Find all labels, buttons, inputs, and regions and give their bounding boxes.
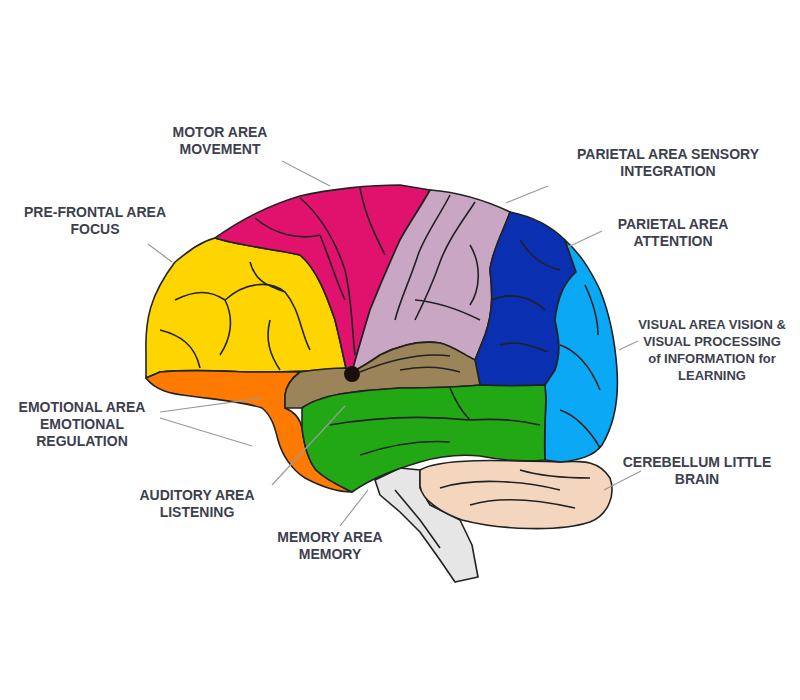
area-label: CEREBELLUM LITTLE BRAIN — [622, 454, 772, 488]
prefrontal-fold — [160, 262, 310, 370]
brain-dot — [344, 366, 360, 382]
memory-region — [302, 385, 546, 492]
area-label: EMOTIONAL AREA EMOTIONAL REGULATION — [10, 399, 154, 450]
area-label: VISUAL AREA VISION & VISUAL PROCESSING o… — [638, 316, 786, 384]
area-label: MOTOR AREA MOVEMENT — [135, 124, 305, 158]
leader-line — [282, 161, 330, 186]
area-label: PRE-FRONTAL AREA FOCUS — [15, 204, 175, 238]
memory-fold — [330, 388, 540, 455]
leader-line — [506, 186, 548, 203]
area-label: AUDITORY AREA LISTENING — [122, 487, 272, 521]
attention-fold — [492, 240, 560, 352]
leader-line — [148, 244, 172, 262]
cerebellum-fold — [440, 470, 590, 508]
leader-line — [604, 471, 641, 490]
visual-fold — [560, 285, 600, 448]
area-label: MEMORY AREA MEMORY — [265, 529, 395, 563]
visual-region — [545, 240, 618, 462]
leader-line — [340, 490, 368, 526]
area-label: PARIETAL AREA SENSORY INTEGRATION — [568, 146, 768, 180]
leader-line — [619, 341, 638, 350]
area-label: PARIETAL AREA ATTENTION — [598, 216, 748, 250]
leader-line — [272, 406, 345, 485]
auditory-fold — [360, 355, 460, 372]
leader-line — [568, 231, 602, 247]
leader-line — [160, 418, 252, 446]
sensory-fold — [395, 195, 480, 320]
cerebellum-region — [420, 460, 612, 528]
leader-line — [160, 398, 262, 412]
